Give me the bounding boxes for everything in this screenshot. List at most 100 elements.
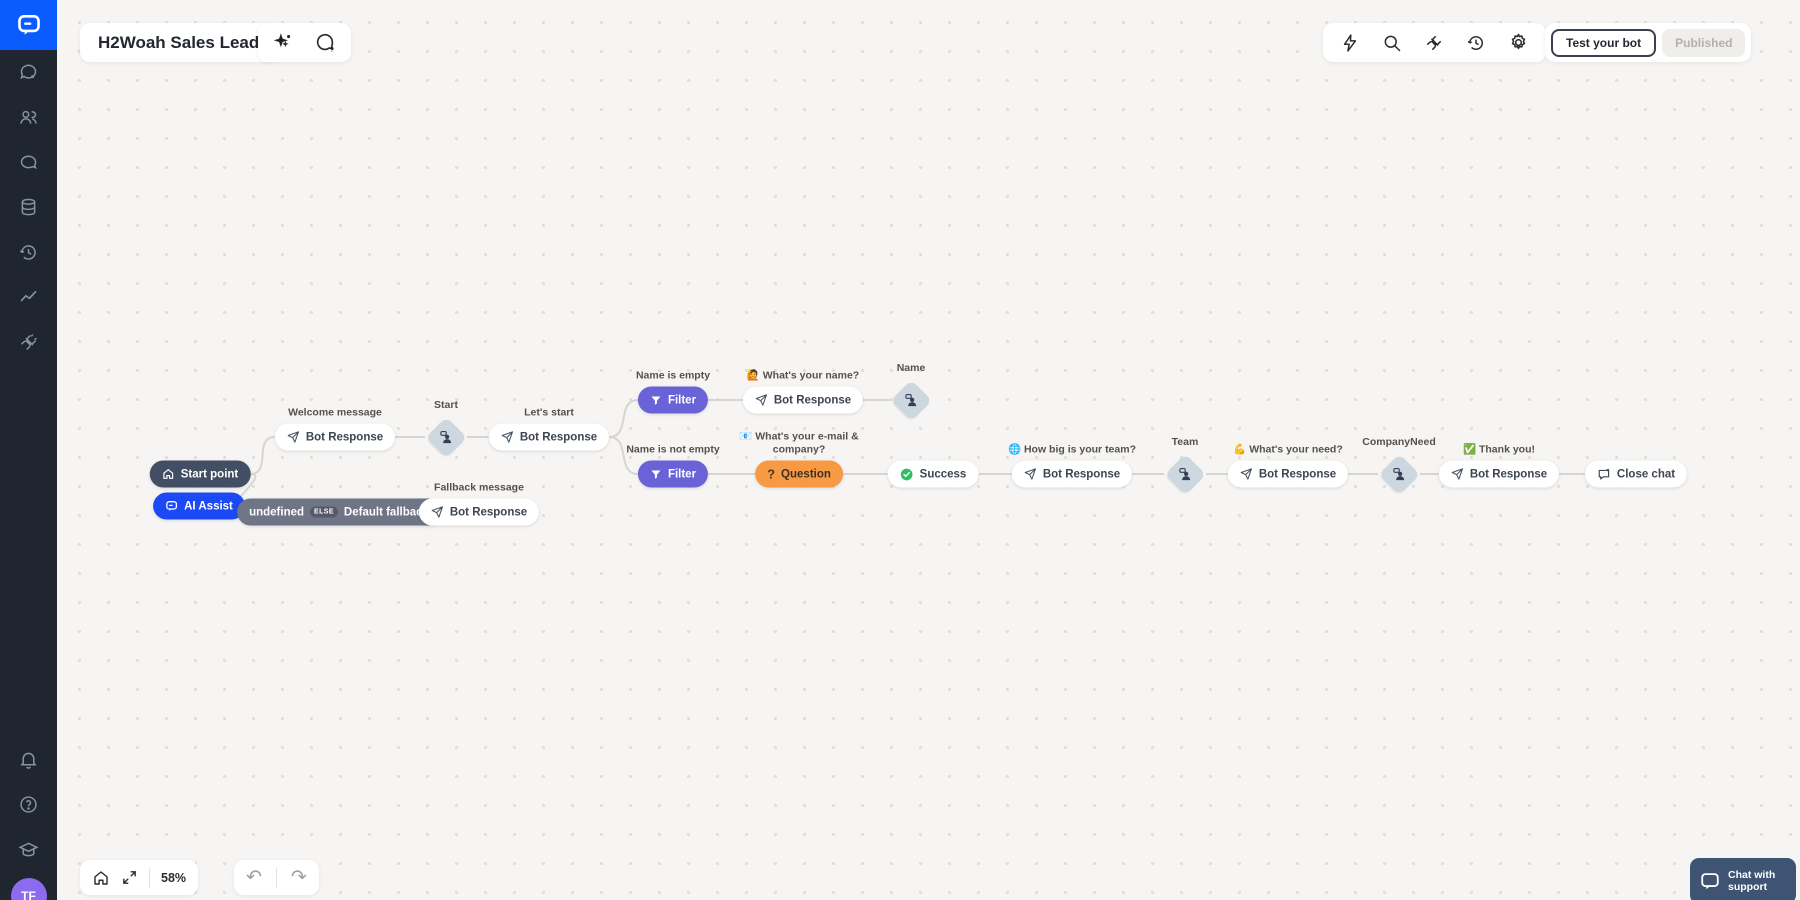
fit-to-screen-button[interactable] (121, 869, 138, 886)
check-circle-icon (900, 467, 914, 481)
flow-node-ask-need[interactable]: 💪 What's your need?Bot Response (1227, 443, 1349, 488)
quick-actions-button[interactable] (1340, 33, 1360, 53)
sidebar-item-analytics[interactable] (0, 275, 57, 320)
paper-plane-icon (1024, 468, 1037, 481)
node-label: Team (1171, 435, 1199, 448)
sparkles-icon[interactable] (273, 32, 294, 53)
node-title: Close chat (1616, 468, 1676, 480)
chatbot-logo-icon (17, 15, 40, 35)
divider (275, 867, 277, 888)
sidebar-item-archives[interactable] (0, 230, 57, 275)
node-label: Let's start (524, 406, 574, 419)
chat-with-support-button[interactable]: Chat with support (1690, 858, 1796, 900)
node-title: Success (919, 468, 967, 480)
node-label: Welcome message (288, 406, 382, 419)
funnel-icon (650, 394, 662, 406)
user-avatar[interactable]: TF (10, 878, 47, 900)
user-action-icon (1164, 453, 1206, 495)
flow-edge-lets-start-filter-empty (609, 399, 639, 438)
question-mark-icon: ? (767, 466, 776, 482)
published-button: Published (1662, 28, 1746, 57)
svg-text:?: ? (330, 46, 334, 53)
bell-icon (20, 752, 37, 769)
paper-plane-icon (287, 431, 300, 444)
node-label: ✅ Thank you! (1462, 443, 1535, 456)
notifications-button[interactable] (0, 737, 57, 782)
user-action-icon (425, 416, 467, 458)
undo-button[interactable]: ↶ (246, 867, 262, 888)
divider (149, 867, 150, 888)
node-title: Bot Response (1469, 468, 1548, 480)
user-action-icon (890, 379, 932, 421)
integrations-button[interactable] (1424, 33, 1444, 53)
flow-node-close-chat[interactable]: Close chat (1584, 460, 1688, 488)
sidebar-item-integrations[interactable] (0, 320, 57, 365)
node-label: Start (434, 398, 458, 411)
node-title: Bot Response (773, 394, 852, 406)
flow-node-ask-name[interactable]: 🙋 What's your name? Bot Response (742, 369, 864, 414)
bot-bubble-icon (20, 155, 37, 169)
academy-icon (18, 842, 39, 857)
academy-button[interactable] (0, 827, 57, 872)
bot-title[interactable]: H2Woah Sales Lead (80, 23, 278, 62)
paper-plane-icon (1451, 468, 1464, 481)
flow-canvas[interactable] (57, 0, 1800, 900)
test-your-bot-button[interactable]: Test your bot (1551, 28, 1657, 57)
search-button[interactable] (1382, 33, 1402, 53)
redo-button[interactable]: ↷ (290, 867, 307, 888)
flow-node-companyneed-diamond[interactable]: CompanyNeed (1362, 436, 1436, 495)
chat-bubble-icon (165, 500, 178, 513)
flow-edge-lets-start-filter-not-empty (609, 436, 639, 475)
help-button[interactable] (0, 782, 57, 827)
node-label: 🙋 What's your name? (746, 369, 860, 382)
users-icon (20, 110, 37, 124)
paper-plane-icon (431, 506, 444, 519)
settings-button[interactable] (1508, 32, 1529, 53)
help-icon (20, 796, 37, 813)
flow-node-ai-assist[interactable]: AI Assist (153, 492, 245, 520)
sidebar-item-users[interactable] (0, 95, 57, 140)
sidebar-item-bot[interactable] (0, 140, 57, 185)
home-view-button[interactable] (92, 869, 110, 887)
sidebar-item-conversations[interactable] (0, 50, 57, 95)
paper-plane-icon (1240, 468, 1253, 481)
node-label: 🌐 How big is your team? (1007, 443, 1136, 456)
history-icon (19, 245, 36, 260)
node-label: 💪 What's your need? (1233, 443, 1343, 456)
node-title: Question (781, 468, 831, 480)
paper-plane-icon (501, 431, 514, 444)
version-history-button[interactable] (1466, 33, 1486, 53)
node-title: Bot Response (519, 431, 598, 443)
node-title: Filter (667, 468, 697, 480)
analytics-icon (20, 290, 37, 302)
sidebar-bottom: TF (0, 737, 57, 900)
undefined: undefined (249, 506, 305, 518)
sidebar-item-data[interactable] (0, 185, 57, 230)
node-label: Fallback message (434, 481, 524, 494)
flow-node-start-point[interactable]: Start point (149, 460, 251, 488)
support-label: Chat with support (1728, 868, 1776, 893)
flow-node-start-diamond[interactable]: Start (425, 399, 467, 458)
flow-node-ask-email[interactable]: 📧 What's your e-mail & company?? Question (739, 430, 859, 488)
node-label: 📧 What's your e-mail & company? (739, 430, 859, 456)
node-title: Start point (180, 468, 239, 480)
flow-node-thank-you[interactable]: ✅ Thank you! Bot Response (1438, 443, 1560, 488)
flow-node-name-diamond[interactable]: Name (890, 362, 932, 421)
flow-node-team-size[interactable]: 🌐 How big is your team?Bot Response (1008, 443, 1136, 488)
sidebar: TF (0, 0, 57, 900)
flow-node-team-diamond[interactable]: Team (1164, 436, 1206, 495)
chat-question-icon[interactable]: ? (314, 32, 336, 54)
publish-controls: Test your bot Published (1545, 23, 1752, 62)
node-label: CompanyNeed (1362, 435, 1436, 448)
chatbot-logo[interactable] (0, 0, 57, 50)
canvas-toolbar (1323, 23, 1546, 62)
flow-node-success[interactable]: Success (887, 460, 979, 488)
zoom-level[interactable]: 58% (161, 870, 187, 885)
